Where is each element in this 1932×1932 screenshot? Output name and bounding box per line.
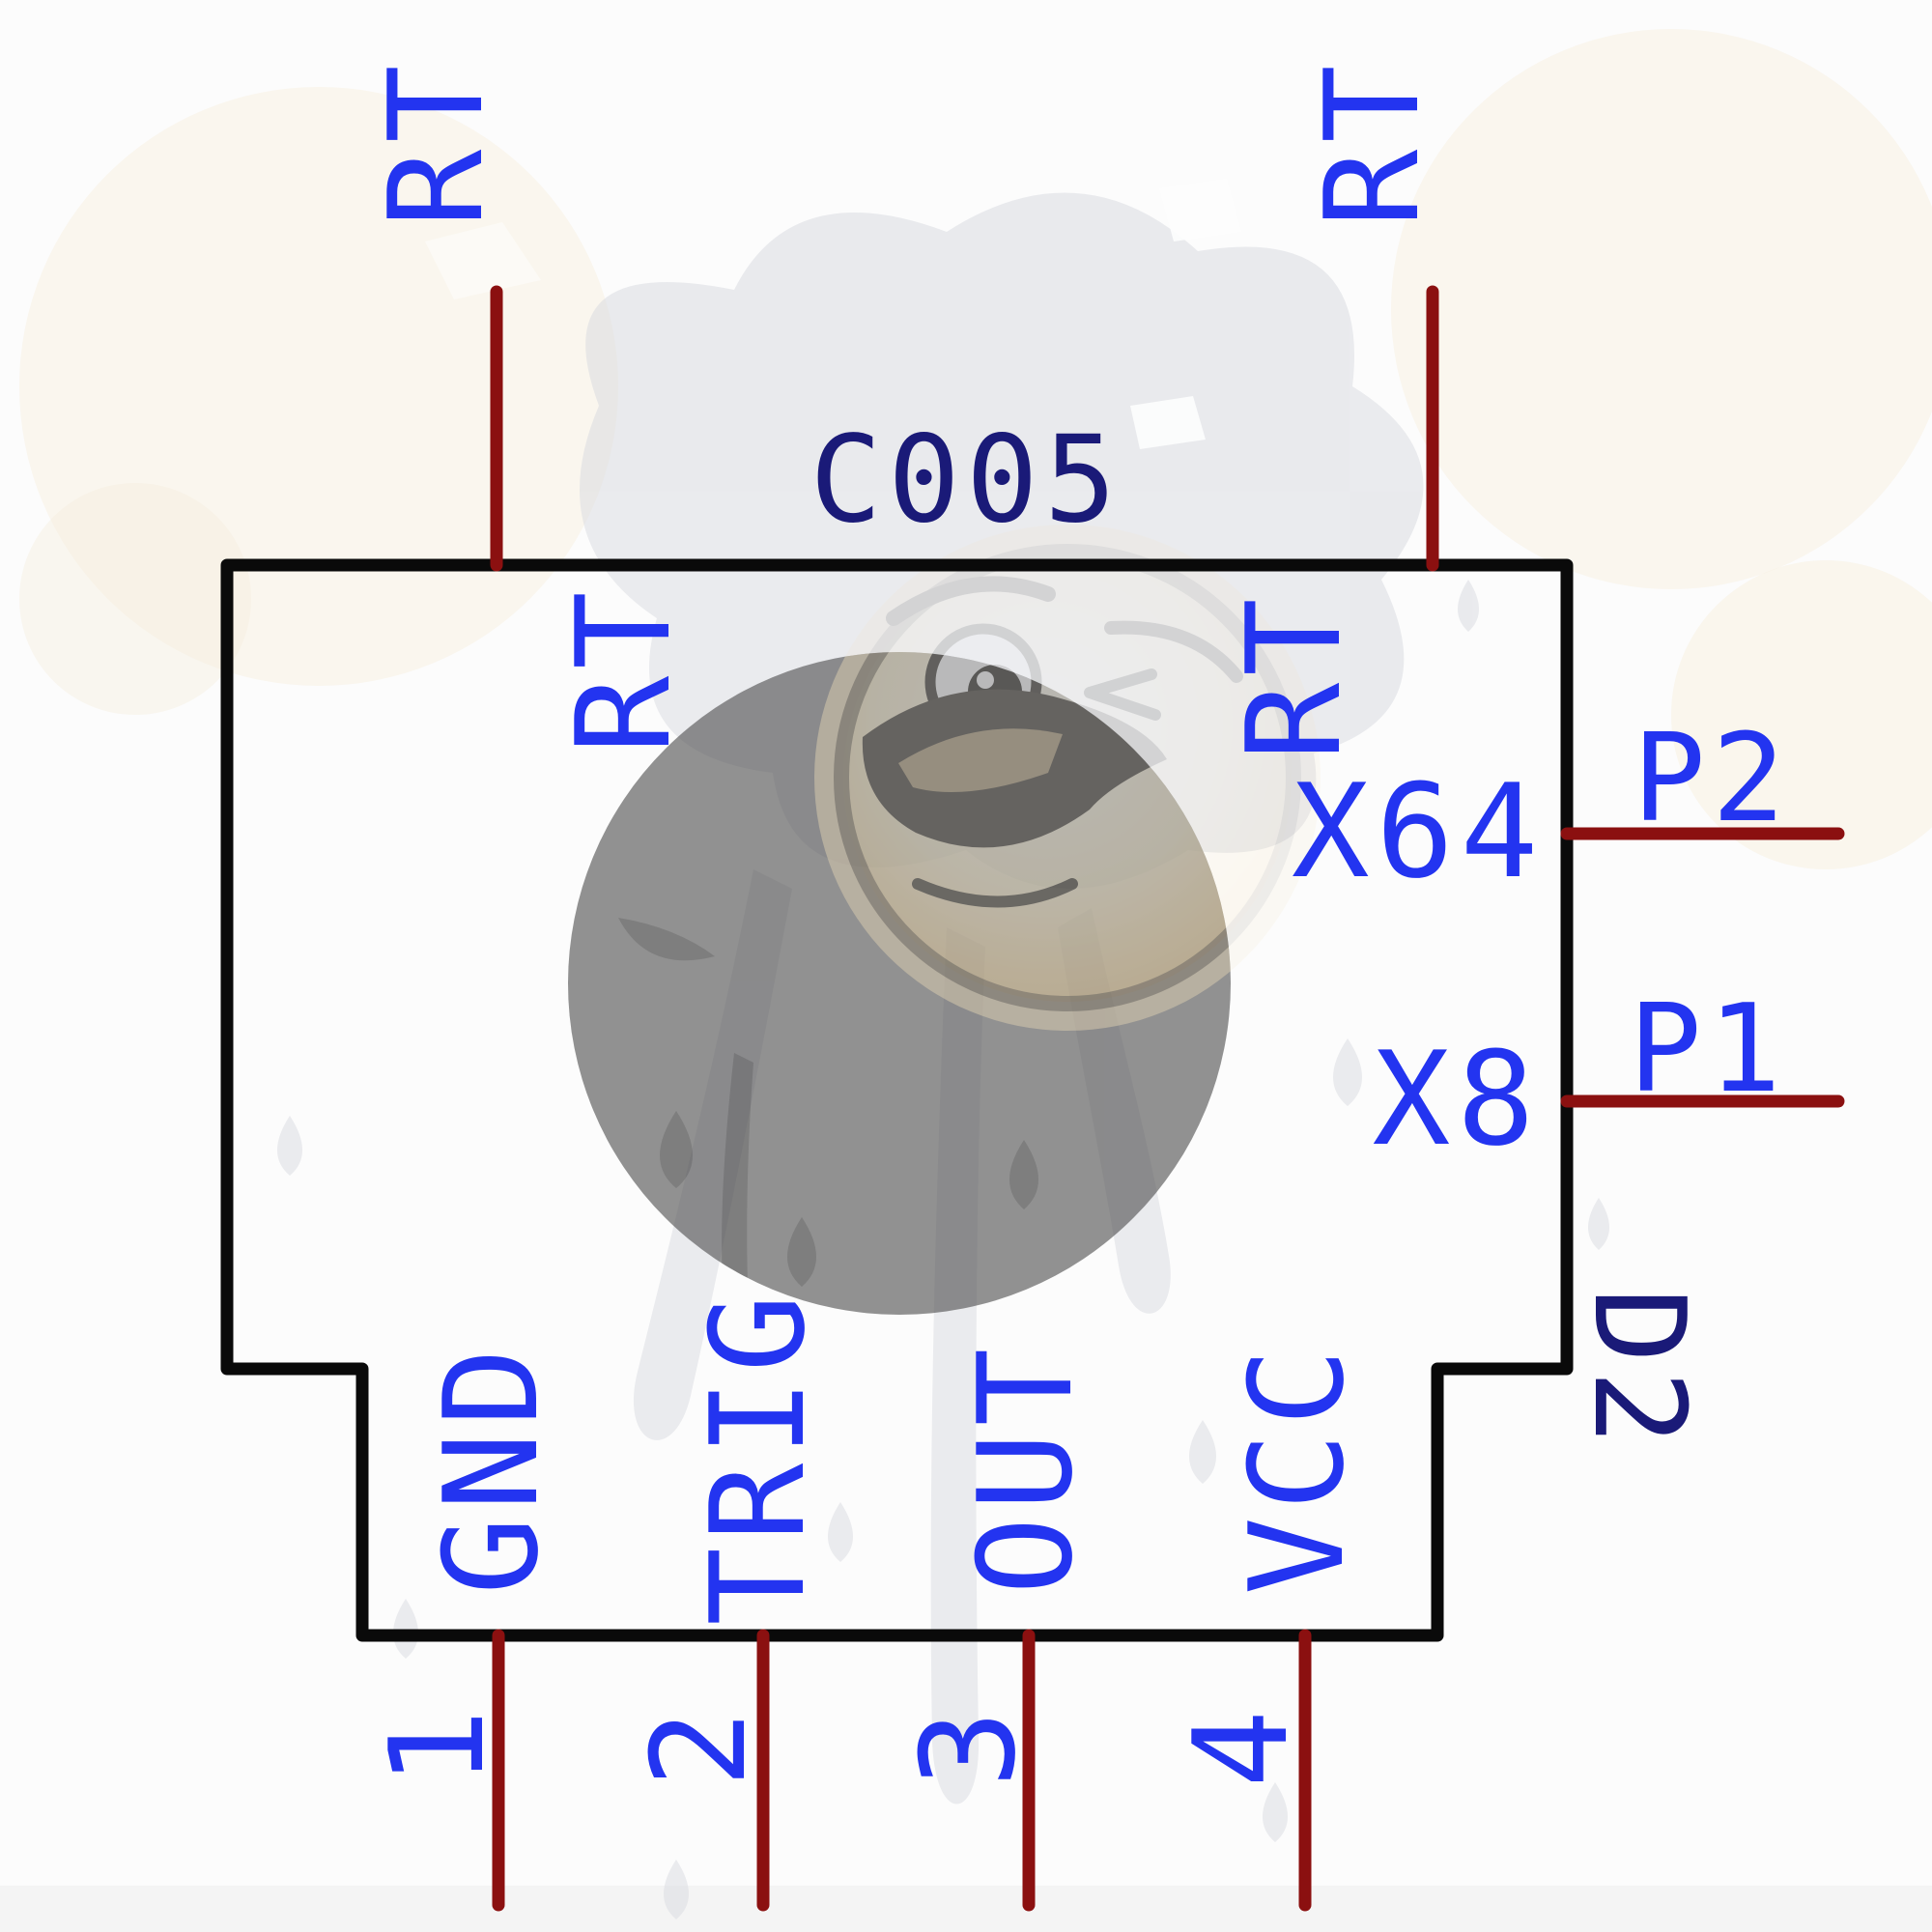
pin-label-p2: P2 bbox=[1632, 707, 1792, 849]
pin-label-rt-top-left-outer: RT bbox=[361, 58, 512, 228]
pin-label-vcc: VCC bbox=[1222, 1341, 1373, 1596]
pin-label-x64: X64 bbox=[1291, 756, 1546, 907]
pin-label-trig: TRIG bbox=[683, 1288, 834, 1626]
refdes-label: C005 bbox=[810, 411, 1122, 550]
pin-number-3: 3 bbox=[894, 1703, 1044, 1788]
pin-label-rt-top-right-outer: RT bbox=[1297, 58, 1448, 228]
pin-label-rt-top-left-inner: RT bbox=[549, 584, 699, 754]
corner-label-d2: D2 bbox=[1566, 1288, 1713, 1452]
pin-label-out: OUT bbox=[951, 1341, 1101, 1596]
pin-label-rt-top-right-inner: RT bbox=[1219, 591, 1370, 761]
pin-label-x8: X8 bbox=[1372, 1024, 1542, 1175]
pin-number-4: 4 bbox=[1166, 1703, 1317, 1788]
pin-number-1: 1 bbox=[362, 1702, 513, 1787]
pin-label-p1: P1 bbox=[1628, 978, 1788, 1120]
smiley-in-circle bbox=[618, 525, 1321, 1307]
pin-number-2: 2 bbox=[624, 1703, 775, 1788]
pin-label-gnd: GND bbox=[416, 1341, 567, 1596]
